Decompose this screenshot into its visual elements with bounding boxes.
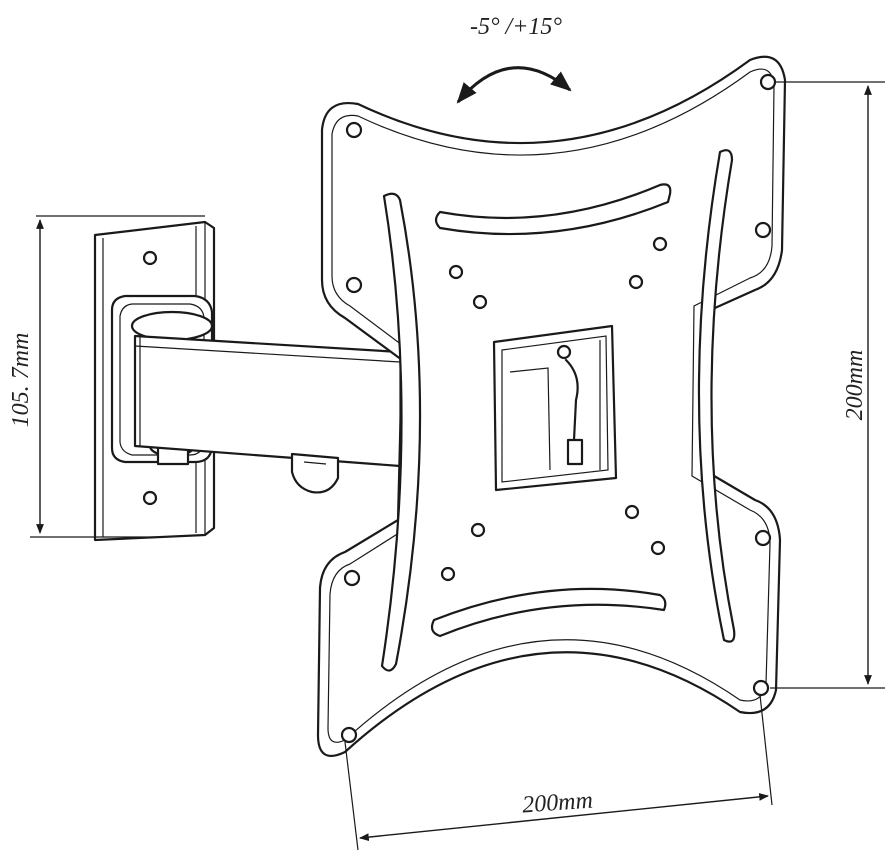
side-hole-icon [343,569,361,587]
locking-pin-icon [556,344,572,360]
wall-plate-height-dimension: 105. 7mm [8,215,205,538]
vesa-hole-icon [470,522,486,538]
corner-hole-icon [340,726,358,744]
corner-hole-icon [759,73,777,91]
vesa-hole-icon [652,236,668,252]
side-hole-icon [754,529,772,547]
vesa-horizontal-dimension: 200mm [344,694,773,851]
corner-hole-icon [345,121,363,139]
side-hole-icon [754,221,772,239]
wall-plate-height-label: 105. 7mm [8,333,34,428]
vesa-horizontal-label: 200mm [521,788,593,819]
wall-plate-hole-icon [142,490,158,506]
corner-hole-icon [752,679,770,697]
side-hole-icon [345,276,363,294]
vesa-hole-icon [650,540,666,556]
tilt-indicator: -5° /+15° [456,14,572,104]
vesa-hole-icon [472,294,488,310]
vesa-hole-icon [440,566,456,582]
top-slot [434,183,672,236]
vesa-vertical-dimension: 200mm [770,81,885,689]
vesa-hole-icon [628,274,644,290]
wall-plate-hole-icon [142,250,158,266]
vesa-hole-icon [448,264,464,280]
rotate-arrow-icon [456,66,572,104]
tilt-range-label: -5° /+15° [470,14,562,40]
vesa-hole-icon [624,504,640,520]
right-slot [697,149,736,643]
center-window [492,324,618,492]
left-slot [380,192,422,672]
bottom-slot [430,587,667,638]
vesa-vertical-label: 200mm [842,350,868,421]
tv-mounting-plate [316,55,787,757]
